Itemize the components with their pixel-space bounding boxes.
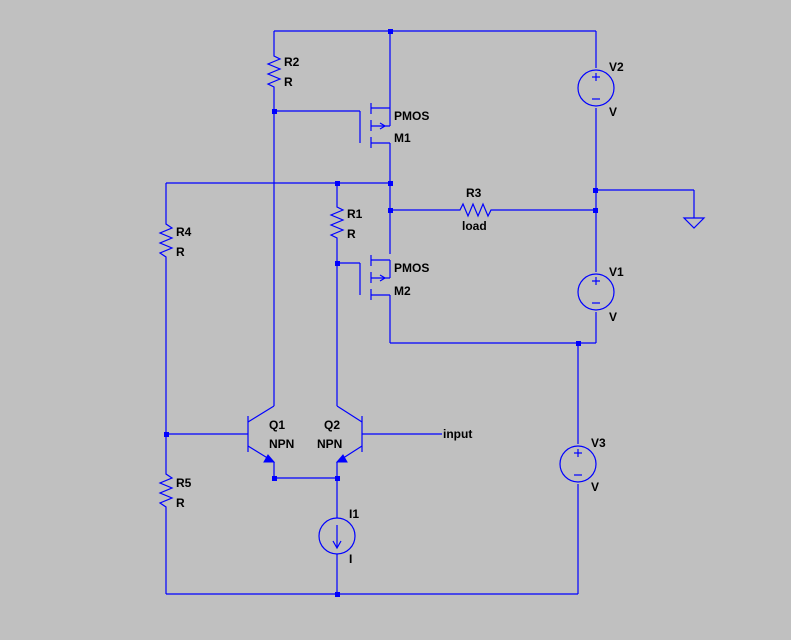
pmos-m2[interactable]: PMOS M2 [359,255,429,302]
resistor-r3[interactable]: R3 load [456,186,494,233]
resistor-r4[interactable]: R4 R [158,220,192,262]
resistor-r1[interactable]: R1 R [329,203,363,243]
m2-model-label: PMOS [394,261,429,275]
junction-dot [388,208,393,213]
voltage-source-v3[interactable]: V3 V [559,436,606,494]
npn-q1[interactable]: Q1 NPN [247,398,294,470]
i1-value-label: I [349,552,352,566]
junction-dot [388,181,393,186]
r4-ref-label: R4 [176,225,192,239]
r1-value-label: R [347,227,356,241]
v1-value-label: V [609,310,617,324]
current-source-i1[interactable]: I1 I [318,507,359,566]
ground-icon[interactable] [682,217,706,229]
v1-ref-label: V1 [609,265,624,279]
pmos-m1[interactable]: PMOS M1 [359,100,429,148]
v2-ref-label: V2 [609,60,624,74]
voltage-source-v2[interactable]: V2 V [577,60,624,119]
r2-ref-label: R2 [284,55,300,69]
junction-dot [593,208,598,213]
r3-value-label: load [462,219,487,233]
r2-value-label: R [284,75,293,89]
resistor-r2[interactable]: R2 R [266,52,300,92]
junction-dot [388,29,393,34]
q1-ref-label: Q1 [269,418,285,432]
r3-ref-label: R3 [466,186,482,200]
v3-value-label: V [591,480,599,494]
junction-dot [576,341,581,346]
junctions [164,29,598,597]
junction-dot [164,432,169,437]
m2-ref-label: M2 [394,284,411,298]
junction-dot [593,188,598,193]
r4-value-label: R [176,245,185,259]
net-label-input[interactable]: input [443,427,472,441]
junction-dot [272,109,277,114]
junction-dot [335,592,340,597]
junction-dot [335,261,340,266]
r5-value-label: R [176,496,185,510]
npn-q2[interactable]: Q2 NPN [317,398,363,470]
r1-ref-label: R1 [347,207,363,221]
junction-dot [335,181,340,186]
resistor-r5[interactable]: R5 R [158,470,192,510]
v2-value-label: V [609,105,617,119]
m1-ref-label: M1 [394,131,411,145]
voltage-source-v1[interactable]: V1 V [577,265,624,324]
q2-model-label: NPN [317,437,342,451]
v3-ref-label: V3 [591,436,606,450]
r5-ref-label: R5 [176,476,192,490]
junction-dot [272,476,277,481]
junction-dot [335,476,340,481]
i1-ref-label: I1 [349,507,359,521]
q1-model-label: NPN [269,437,294,451]
q2-ref-label: Q2 [324,418,340,432]
m1-model-label: PMOS [394,109,429,123]
